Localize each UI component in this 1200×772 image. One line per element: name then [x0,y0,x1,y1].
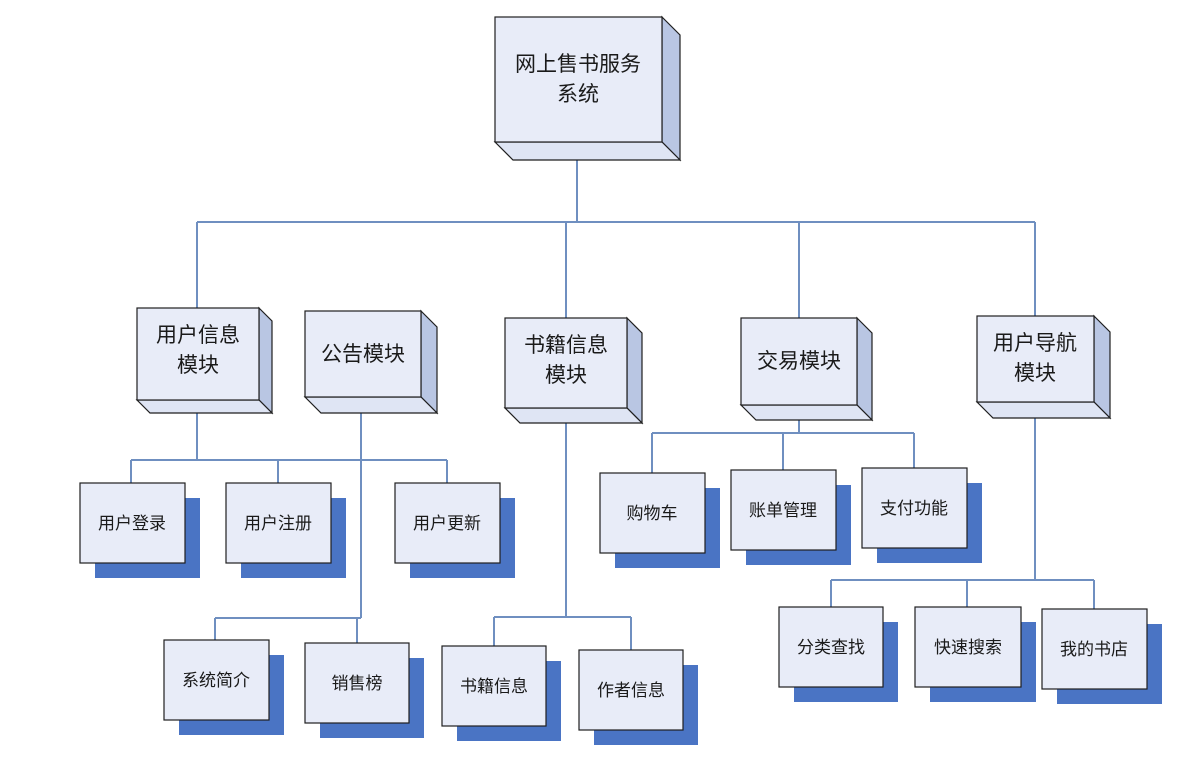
module-user-nav: 用户导航 模块 [975,314,1112,420]
module-notice-line1: 公告模块 [321,342,405,366]
root-title-line2: 系统 [557,82,599,106]
leaf-register-label: 用户注册 [244,514,312,534]
module-book-info: 书籍信息 模块 [503,316,644,425]
root-box: 网上售书服务 系统 [493,15,682,162]
leaf-category: 分类查找 [778,606,898,702]
module-user-nav-line1: 用户导航 [993,331,1077,355]
module-user-info-line2: 模块 [177,353,219,377]
leaf-my-store-label: 我的书店 [1060,640,1128,660]
leaf-cart: 购物车 [599,472,720,568]
leaf-payment-label: 支付功能 [880,499,948,519]
leaf-login-label: 用户登录 [98,514,166,534]
leaf-quick-search: 快速搜索 [914,606,1036,702]
leaf-bestsellers-label: 销售榜 [332,674,383,694]
module-notice: 公告模块 [303,309,439,415]
leaf-quick-search-label: 快速搜索 [934,638,1002,658]
leaf-bestsellers: 销售榜 [304,642,424,738]
leaf-category-label: 分类查找 [797,638,865,658]
leaf-intro-label: 系统简介 [182,671,250,691]
leaf-register: 用户注册 [225,482,346,578]
module-user-info-line1: 用户信息 [156,323,240,347]
leaf-payment: 支付功能 [861,467,982,563]
leaf-bill: 账单管理 [730,469,851,565]
leaf-book-detail-label: 书籍信息 [460,677,528,697]
leaf-update-label: 用户更新 [413,514,481,534]
module-trade: 交易模块 [739,316,874,422]
leaf-author-detail: 作者信息 [578,649,698,745]
leaf-my-store: 我的书店 [1041,608,1162,704]
leaf-author-detail-label: 作者信息 [597,681,665,701]
module-user-info: 用户信息 模块 [135,306,274,415]
leaf-cart-label: 购物车 [627,504,678,524]
connectors [130,160,1095,650]
root-title-line1: 网上售书服务 [515,52,641,76]
leaf-login: 用户登录 [79,482,200,578]
leaf-update: 用户更新 [394,482,515,578]
leaf-bill-label: 账单管理 [749,501,817,521]
leaf-intro: 系统简介 [163,639,284,735]
module-user-nav-line2: 模块 [1014,361,1056,385]
module-book-info-line2: 模块 [545,363,587,387]
leaf-book-detail: 书籍信息 [441,645,561,741]
module-book-info-line1: 书籍信息 [524,333,608,357]
module-trade-line1: 交易模块 [757,349,841,373]
